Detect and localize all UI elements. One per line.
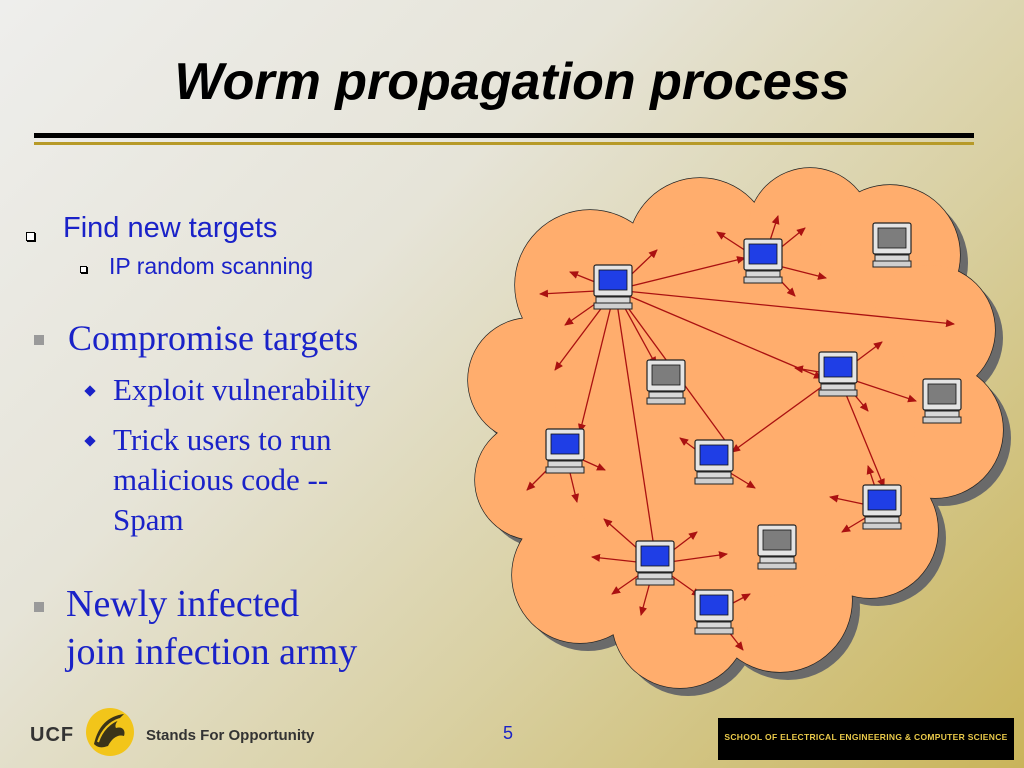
bullet-newly-line2: join infection army	[66, 631, 358, 673]
square-bullet-icon	[34, 335, 44, 345]
bullet-ip-scanning: IP random scanning	[109, 253, 314, 279]
page-number: 5	[503, 723, 514, 743]
bullet-trick-line1: Trick users to run	[113, 422, 332, 457]
bullet-newly-line1: Newly infected	[66, 583, 300, 625]
bullet-compromise: Compromise targets	[68, 318, 359, 358]
slide-title: Worm propagation process	[174, 53, 850, 111]
school-name: SCHOOL OF ELECTRICAL ENGINEERING & COMPU…	[724, 732, 1008, 742]
title-rule	[34, 133, 974, 138]
ucf-logo-text: UCF	[30, 724, 75, 746]
hollow-square-bullet-icon	[80, 266, 87, 273]
bullet-exploit: Exploit vulnerability	[113, 372, 371, 407]
pegasus-logo-icon	[86, 708, 134, 756]
school-banner: SCHOOL OF ELECTRICAL ENGINEERING & COMPU…	[718, 718, 1014, 760]
square-bullet-icon	[34, 602, 44, 612]
cloud-fill-cover	[468, 168, 1003, 688]
footer-slogan: Stands For Opportunity	[146, 727, 315, 744]
bullet-trick-line2: malicious code --	[113, 462, 329, 497]
hollow-square-bullet-icon	[26, 232, 35, 241]
bullet-trick-line3: Spam	[113, 502, 184, 537]
bullet-find-targets: Find new targets	[63, 212, 278, 244]
title-rule-gold	[34, 142, 974, 145]
